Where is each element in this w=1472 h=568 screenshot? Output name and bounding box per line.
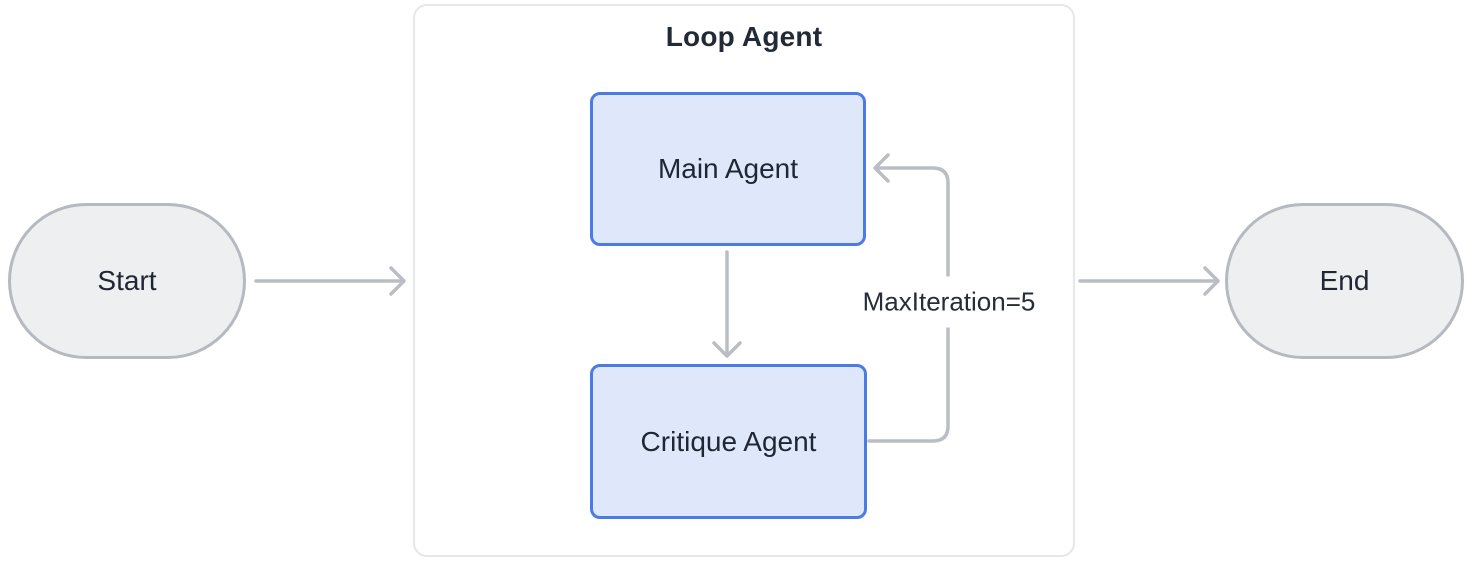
arrowhead-left-icon	[873, 153, 890, 183]
node-main-agent-label: Main Agent	[657, 153, 799, 184]
arrowhead-right-icon	[1203, 266, 1220, 296]
loop-iteration-label: MaxIteration=5	[858, 276, 1040, 328]
arrowhead-down-icon	[712, 341, 742, 358]
node-critique-agent-label: Critique Agent	[640, 425, 817, 457]
arrowhead-right-icon	[389, 266, 406, 296]
node-critique-agent: Critique Agent	[590, 364, 867, 519]
edge-loop-agent-to-end	[1078, 266, 1220, 296]
loop-agent-title: Loop Agent	[665, 21, 823, 52]
node-end-label: End	[1319, 265, 1370, 296]
node-start-label: Start	[97, 265, 157, 296]
node-main-agent: Main Agent	[590, 92, 866, 246]
edge-start-to-loop-agent	[254, 266, 406, 296]
node-end: End	[1225, 203, 1464, 359]
node-start: Start	[8, 203, 246, 359]
edge-main-to-critique	[712, 250, 742, 358]
